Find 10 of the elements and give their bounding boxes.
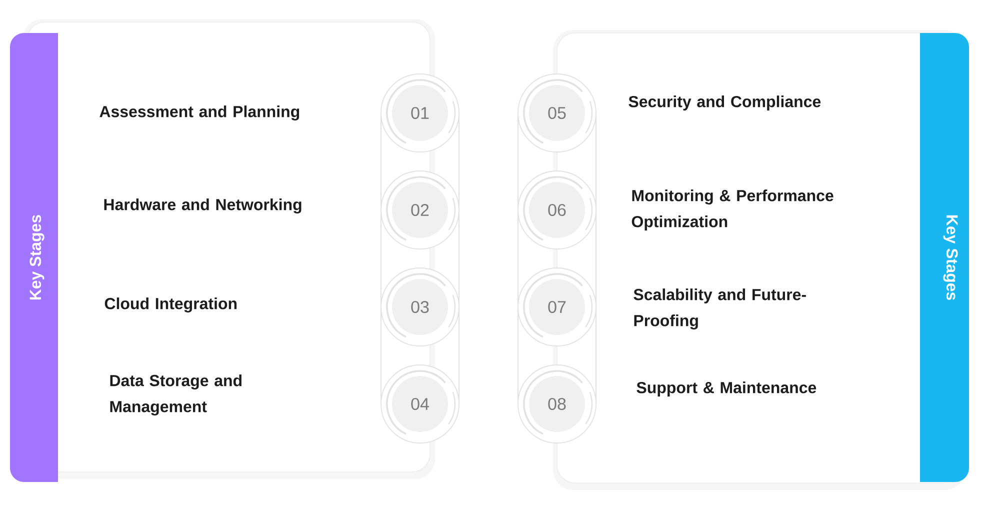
stage-label: Cloud Integration bbox=[104, 298, 237, 312]
stage-label: Security and Compliance bbox=[628, 96, 821, 110]
side-band: Key Stages bbox=[10, 33, 58, 482]
side-band: Key Stages bbox=[920, 33, 969, 482]
stage-label: Hardware and Networking bbox=[104, 198, 302, 214]
stage-label: Assessment and Planning bbox=[100, 106, 300, 120]
stage-label: Data Storage and Management bbox=[110, 374, 242, 416]
stage-label: Support & Maintenance bbox=[636, 382, 816, 396]
stage-label: Monitoring & Performance Optimization bbox=[632, 190, 834, 230]
stage-label: Scalability and Future-Proofing bbox=[634, 288, 806, 330]
